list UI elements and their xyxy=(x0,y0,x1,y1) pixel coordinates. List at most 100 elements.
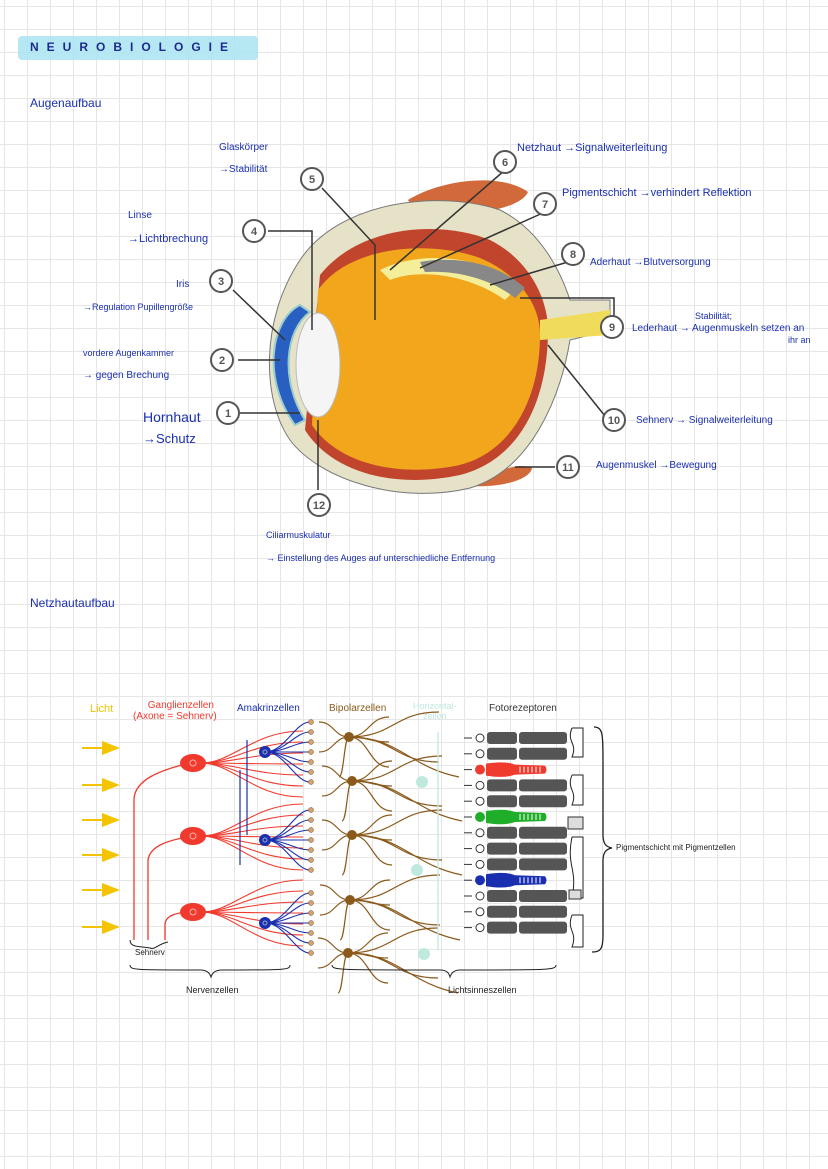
page-title: NEUROBIOLOGIE xyxy=(30,40,237,54)
marker-1: 1 xyxy=(216,401,240,425)
bipolar-dendrite xyxy=(339,899,351,941)
marker-12: 12 xyxy=(307,493,331,517)
synapse xyxy=(308,950,314,956)
bipolar-dendrite xyxy=(351,814,393,836)
rod-inner-segment xyxy=(487,921,517,934)
bipolar-dendrite xyxy=(347,927,439,954)
header-photoreceptors: Fotorezeptoren xyxy=(489,703,557,714)
ganglion-cell xyxy=(180,903,206,921)
cone-nucleus xyxy=(475,764,485,775)
bipolar-dendrite xyxy=(347,932,389,954)
synapse xyxy=(308,769,314,775)
synapse xyxy=(308,817,314,823)
cone-cell-red xyxy=(486,762,547,777)
header-horizontal-sub: zellen xyxy=(423,711,447,721)
marker-4: 4 xyxy=(242,219,266,243)
light-sense-cells-brace xyxy=(331,964,557,979)
pigment-layer-brace xyxy=(591,726,613,953)
marker-8: 8 xyxy=(561,242,585,266)
marker-9: 9 xyxy=(600,315,624,339)
svg-text:12: 12 xyxy=(313,500,325,512)
rod-outer-segment xyxy=(519,858,567,871)
bipolar-axon xyxy=(349,899,461,941)
rod-nucleus xyxy=(475,859,485,869)
header-ganglion-title: Ganglienzellen xyxy=(147,700,214,711)
ganglion-nucleus xyxy=(189,832,197,840)
synapse xyxy=(308,910,314,916)
lens xyxy=(295,312,341,418)
bipolar-dendrite xyxy=(338,736,350,778)
pigment-cell xyxy=(569,836,584,899)
ganglion-axon xyxy=(133,762,191,940)
label-name-5: Glaskörper xyxy=(219,142,268,153)
light-sense-cells-label: Lichtsinneszellen xyxy=(448,985,517,995)
rod-outer-segment xyxy=(519,732,567,744)
bipolar-dendrite xyxy=(349,879,391,901)
label-name-6: Netzhaut xyxy=(517,142,562,154)
ganglion-dendrite xyxy=(200,890,304,913)
header-ganglion-sub: (Axone = Sehnerv) xyxy=(133,711,217,722)
synapse xyxy=(308,807,314,813)
label-function-1: →Schutz xyxy=(143,431,196,446)
synapse xyxy=(308,847,314,853)
svg-text:4: 4 xyxy=(251,226,258,238)
label-name-12: Ciliarmuskulatur xyxy=(266,530,331,540)
bipolar-dendrite xyxy=(351,780,393,812)
rod-inner-segment xyxy=(487,795,517,808)
marker-10: 10 xyxy=(602,408,626,432)
bipolar-dendrite xyxy=(351,755,443,782)
ganglion-dendrite xyxy=(200,835,304,871)
light-arrow-icon xyxy=(102,741,120,755)
number-markers: 1 2 3 4 5 6 7 8 9 10 11 12 xyxy=(209,150,626,517)
marker-5: 5 xyxy=(300,167,324,191)
label-function-8: →Blutversorgung xyxy=(633,257,711,268)
amacrine-nucleus xyxy=(262,749,268,755)
horizontal-cell-body xyxy=(416,776,428,788)
bipolar-dendrite xyxy=(351,780,443,807)
ganglion-dendrite xyxy=(200,814,304,837)
rod-inner-segment xyxy=(487,858,517,871)
amacrine-nucleus xyxy=(262,837,268,843)
nerve-cells-brace xyxy=(129,964,291,979)
cone-cell-green xyxy=(486,809,547,825)
rod-nucleus xyxy=(475,844,485,854)
bipolar-axon xyxy=(351,780,463,822)
svg-text:10: 10 xyxy=(608,415,620,427)
amacrine-cell xyxy=(259,917,271,929)
svg-text:1: 1 xyxy=(225,408,231,420)
rod-outer-segment xyxy=(519,795,567,808)
label-function-2: → gegen Brechung xyxy=(83,370,170,381)
synapse xyxy=(308,719,314,725)
synapse xyxy=(308,940,314,946)
ganglion-dendrite xyxy=(200,879,304,913)
rod-outer-segment xyxy=(519,779,567,792)
pigment-layer-label: Pigmentschicht mit Pigmentzellen xyxy=(616,843,736,852)
ganglion-dendrite xyxy=(200,762,304,798)
amacrine-nucleus xyxy=(262,920,268,926)
svg-text:3: 3 xyxy=(218,276,224,288)
rod-nucleus xyxy=(475,749,485,759)
rod-outer-segment xyxy=(519,921,567,934)
synapse xyxy=(308,779,314,785)
rod-inner-segment xyxy=(487,890,517,902)
pigment-cell xyxy=(569,914,584,948)
header-light: Licht xyxy=(90,703,114,715)
label-function-9: → Augenmuskeln setzen an xyxy=(679,323,805,334)
marker-6: 6 xyxy=(493,150,517,174)
header-amacrine: Amakrinzellen xyxy=(237,703,300,714)
rod-outer-segment xyxy=(519,905,567,918)
rod-nucleus xyxy=(475,780,485,790)
pigment-cell xyxy=(569,727,584,758)
synapse xyxy=(308,827,314,833)
svg-text:11: 11 xyxy=(562,462,574,474)
bipolar-cell xyxy=(347,776,357,786)
label-function-9-line1: Stabilität; xyxy=(695,311,733,321)
optic-nerve xyxy=(540,310,610,340)
rod-inner-segment xyxy=(487,732,517,744)
rod-outer-segment xyxy=(519,747,567,760)
title-highlight xyxy=(18,36,258,60)
label-function-6: →Signalweiterleitung xyxy=(564,142,668,154)
cone-nucleus xyxy=(475,875,485,886)
vitreous-body xyxy=(312,248,540,470)
